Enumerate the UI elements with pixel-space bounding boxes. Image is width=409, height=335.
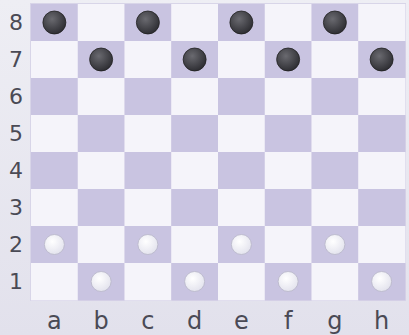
dark-square — [78, 41, 125, 78]
light-square — [312, 189, 359, 226]
light-square — [171, 226, 218, 263]
dark-square — [171, 263, 218, 300]
file-letter: d — [187, 309, 202, 333]
light-square — [265, 4, 312, 41]
light-square — [31, 189, 78, 226]
rank-number: 8 — [9, 12, 23, 34]
dark-square — [171, 189, 218, 226]
dark-square — [31, 152, 78, 189]
file-letter: h — [374, 309, 389, 333]
file-letter: c — [141, 309, 154, 333]
light-square — [218, 263, 265, 300]
light-square — [265, 152, 312, 189]
black-piece — [230, 11, 253, 34]
light-square — [218, 41, 265, 78]
rank-number: 6 — [9, 86, 23, 108]
file-letter: f — [284, 309, 292, 333]
rank-number: 1 — [9, 271, 23, 293]
file-letter: a — [47, 309, 62, 333]
light-square — [312, 115, 359, 152]
rank-number: 7 — [9, 49, 23, 71]
white-piece — [325, 235, 345, 255]
white-piece — [138, 235, 158, 255]
light-square — [78, 226, 125, 263]
dark-square — [358, 263, 405, 300]
white-piece — [44, 235, 64, 255]
dark-square — [265, 263, 312, 300]
white-piece — [185, 272, 205, 292]
board-frame — [30, 3, 406, 301]
dark-square — [358, 41, 405, 78]
dark-square — [265, 115, 312, 152]
light-square — [218, 189, 265, 226]
dark-square — [171, 115, 218, 152]
dark-square — [31, 78, 78, 115]
light-square — [125, 115, 172, 152]
light-square — [171, 78, 218, 115]
white-piece — [91, 272, 111, 292]
white-piece — [231, 235, 251, 255]
light-square — [358, 4, 405, 41]
dark-square — [358, 189, 405, 226]
dark-square — [265, 41, 312, 78]
light-square — [358, 226, 405, 263]
dark-square — [125, 78, 172, 115]
rank-number: 3 — [9, 197, 23, 219]
black-piece — [43, 11, 66, 34]
file-letter: g — [327, 309, 342, 333]
light-square — [31, 263, 78, 300]
light-square — [171, 4, 218, 41]
white-piece — [278, 272, 298, 292]
black-piece — [370, 48, 393, 71]
light-square — [312, 263, 359, 300]
light-square — [265, 78, 312, 115]
dark-square — [125, 4, 172, 41]
light-square — [125, 41, 172, 78]
dark-square — [78, 189, 125, 226]
rank-number: 5 — [9, 123, 23, 145]
light-square — [125, 189, 172, 226]
dark-square — [125, 226, 172, 263]
dark-square — [218, 4, 265, 41]
rank-number: 2 — [9, 234, 23, 256]
dark-square — [78, 263, 125, 300]
light-square — [31, 115, 78, 152]
dark-square — [171, 41, 218, 78]
black-piece — [277, 48, 300, 71]
dark-square — [265, 189, 312, 226]
dark-square — [218, 78, 265, 115]
dark-square — [218, 152, 265, 189]
dark-square — [78, 115, 125, 152]
rank-number: 4 — [9, 160, 23, 182]
white-piece — [372, 272, 392, 292]
dark-square — [31, 226, 78, 263]
dark-square — [218, 226, 265, 263]
black-piece — [136, 11, 159, 34]
dark-square — [312, 4, 359, 41]
light-square — [125, 263, 172, 300]
light-square — [218, 115, 265, 152]
light-square — [358, 78, 405, 115]
dark-square — [312, 78, 359, 115]
light-square — [265, 226, 312, 263]
light-square — [312, 41, 359, 78]
light-square — [171, 152, 218, 189]
light-square — [31, 41, 78, 78]
dark-square — [312, 226, 359, 263]
black-piece — [183, 48, 206, 71]
dark-square — [312, 152, 359, 189]
dark-square — [358, 115, 405, 152]
light-square — [78, 78, 125, 115]
file-letter: e — [234, 309, 249, 333]
light-square — [78, 152, 125, 189]
dark-square — [31, 4, 78, 41]
dark-square — [125, 152, 172, 189]
file-letter: b — [94, 309, 109, 333]
black-piece — [323, 11, 346, 34]
black-piece — [90, 48, 113, 71]
light-square — [358, 152, 405, 189]
light-square — [78, 4, 125, 41]
